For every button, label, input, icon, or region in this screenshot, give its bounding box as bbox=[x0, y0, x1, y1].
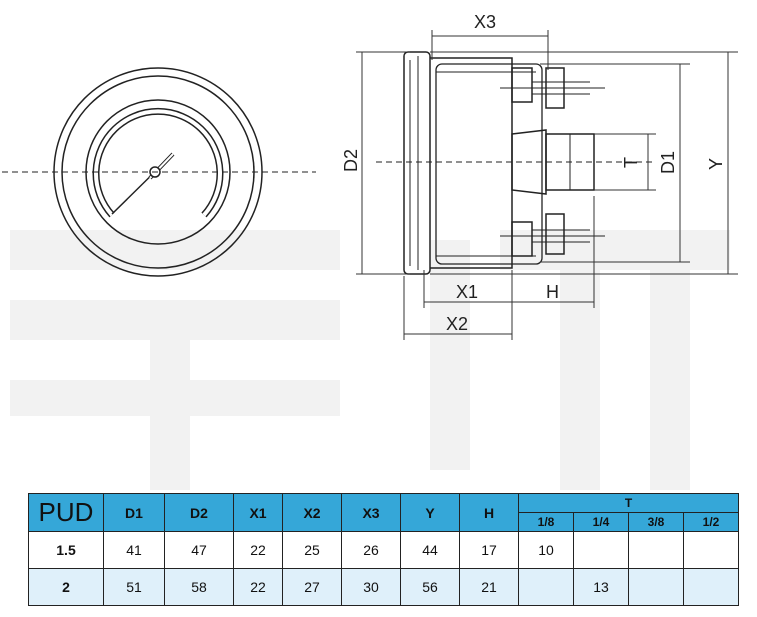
table-cell: 58 bbox=[164, 568, 234, 606]
table-cell: 30 bbox=[341, 568, 401, 606]
model-header: PUD bbox=[28, 493, 104, 532]
t-group-header: T bbox=[518, 493, 739, 513]
table-cell bbox=[628, 531, 684, 569]
table-cell: 22 bbox=[233, 568, 283, 606]
table-cell: 56 bbox=[400, 568, 460, 606]
u-clamp bbox=[435, 63, 543, 265]
connection-hex bbox=[511, 129, 547, 195]
table-cell bbox=[518, 568, 574, 606]
label-y: Y bbox=[706, 158, 726, 170]
col-header-x3: X3 bbox=[341, 493, 401, 532]
table-cell bbox=[683, 531, 739, 569]
col-header-x2: X2 bbox=[282, 493, 342, 532]
table-cell: 44 bbox=[400, 531, 460, 569]
label-d2: D2 bbox=[341, 149, 361, 172]
col-header-d1: D1 bbox=[103, 493, 165, 532]
background-watermark bbox=[10, 230, 730, 490]
row-size: 1.5 bbox=[28, 531, 104, 569]
gauge-front-view bbox=[2, 67, 316, 277]
label-x3: X3 bbox=[474, 12, 496, 32]
table-cell bbox=[628, 568, 684, 606]
label-x1: X1 bbox=[456, 282, 478, 302]
table-cell: 47 bbox=[164, 531, 234, 569]
table-cell: 41 bbox=[103, 531, 165, 569]
col-header-x1: X1 bbox=[233, 493, 283, 532]
case-body bbox=[430, 57, 513, 269]
table-cell: 22 bbox=[233, 531, 283, 569]
table-cell: 13 bbox=[573, 568, 629, 606]
table-cell: 26 bbox=[341, 531, 401, 569]
label-d1: D1 bbox=[658, 151, 678, 174]
table-cell: 51 bbox=[103, 568, 165, 606]
dimension-labels: X3 D2 T D1 Y X1 H X2 bbox=[341, 12, 726, 334]
t-size-header: 1/4 bbox=[573, 512, 629, 532]
label-h: H bbox=[546, 282, 559, 302]
table-cell: 17 bbox=[459, 531, 519, 569]
t-size-header: 1/2 bbox=[683, 512, 739, 532]
label-t: T bbox=[621, 157, 641, 168]
label-x2: X2 bbox=[446, 314, 468, 334]
dimension-lines bbox=[356, 30, 738, 340]
t-size-header: 3/8 bbox=[628, 512, 684, 532]
stud-top bbox=[511, 67, 533, 103]
bezel-side bbox=[403, 51, 431, 275]
row-size: 2 bbox=[28, 568, 104, 606]
table-cell: 25 bbox=[282, 531, 342, 569]
table-row: 1.5 41 47 22 25 26 44 17 10 bbox=[28, 531, 739, 569]
table-row: 2 51 58 22 27 30 56 21 13 bbox=[28, 568, 739, 606]
table-cell: 10 bbox=[518, 531, 574, 569]
stud-bottom bbox=[511, 221, 533, 257]
col-header-y: Y bbox=[400, 493, 460, 532]
t-size-header: 1/8 bbox=[518, 512, 574, 532]
col-header-d2: D2 bbox=[164, 493, 234, 532]
spec-table: PUD D1 D2 X1 X2 X3 Y H T 1/8 1/4 3/8 1/2… bbox=[28, 493, 739, 606]
table-cell: 21 bbox=[459, 568, 519, 606]
col-header-h: H bbox=[459, 493, 519, 532]
table-cell bbox=[573, 531, 629, 569]
gauge-side-view bbox=[376, 51, 656, 275]
table-cell: 27 bbox=[282, 568, 342, 606]
table-cell bbox=[683, 568, 739, 606]
